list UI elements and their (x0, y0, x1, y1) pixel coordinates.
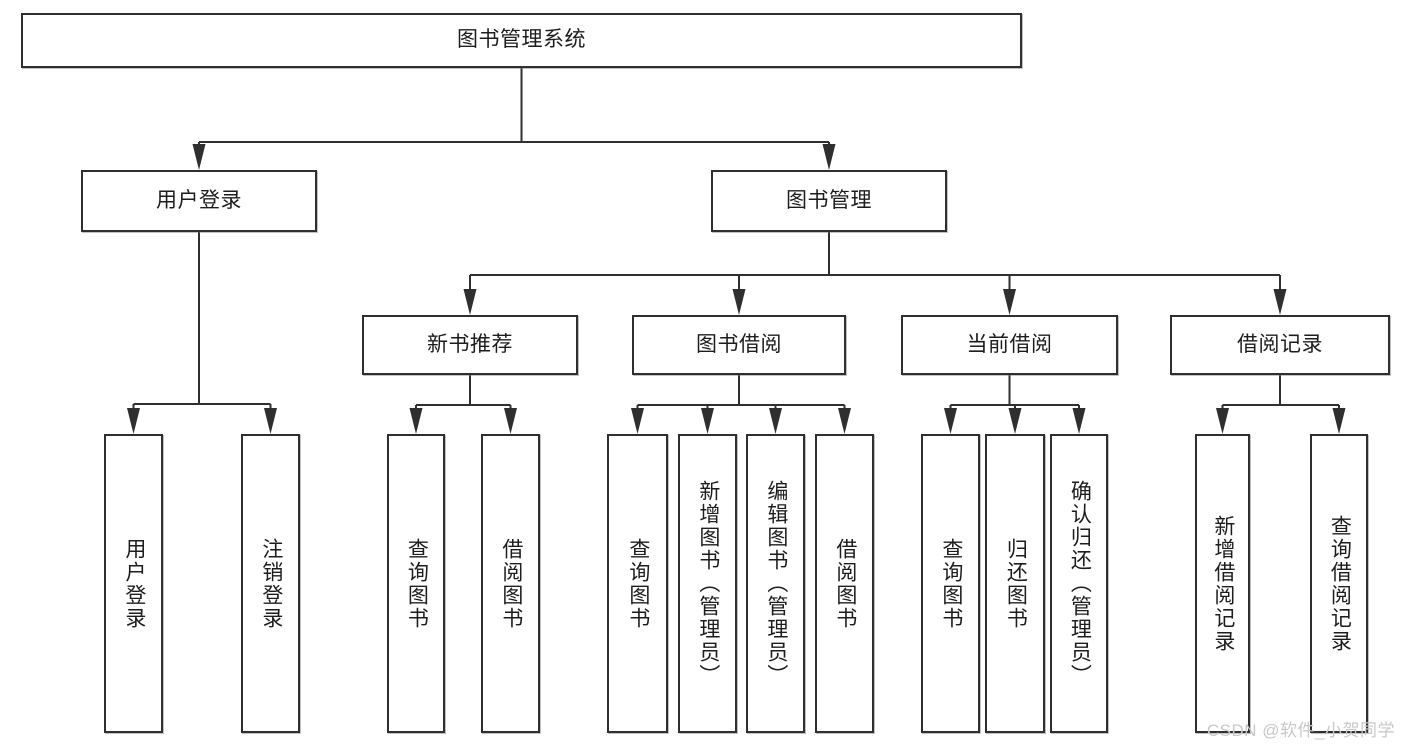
node-label: 查询图书 (939, 537, 963, 630)
arrowhead (1008, 408, 1022, 434)
node-l_return[interactable]: 归还图书 (985, 434, 1045, 733)
node-l_confirm[interactable]: 确认归还（管理员） (1050, 434, 1108, 733)
node-l_edit[interactable]: 编辑图书（管理员） (746, 434, 805, 733)
node-label: 用户登录 (156, 188, 242, 212)
node-label: 编辑图书（管理员） (764, 480, 788, 687)
node-l_q1[interactable]: 查询图书 (387, 434, 445, 733)
node-label: 查询图书 (626, 537, 650, 630)
arrowhead (504, 408, 517, 434)
node-label: 归还图书 (1004, 537, 1028, 630)
node-l_login[interactable]: 用户登录 (104, 434, 163, 733)
node-label: 图书管理系统 (457, 28, 586, 52)
node-label: 借阅图书 (499, 537, 523, 630)
arrowhead (192, 144, 206, 170)
node-label: 用户登录 (122, 537, 146, 630)
node-label: 图书管理 (786, 188, 872, 212)
node-l_add[interactable]: 新增图书（管理员） (678, 434, 737, 733)
arrowhead (769, 408, 782, 434)
node-label: 注销登录 (259, 537, 283, 630)
arrowhead (838, 408, 851, 434)
node-label: 新书推荐 (427, 332, 513, 356)
node-records[interactable]: 借阅记录 (1170, 315, 1390, 375)
node-label: 查询图书 (405, 537, 429, 630)
node-bookmgr[interactable]: 图书管理 (711, 170, 947, 232)
arrowhead (1072, 408, 1086, 434)
arrowhead (1273, 289, 1287, 315)
node-label: 借阅图书 (833, 537, 857, 630)
node-label: 确认归还（管理员） (1068, 480, 1092, 687)
arrowhead (127, 408, 140, 434)
node-l_logout[interactable]: 注销登录 (241, 434, 300, 733)
node-label: 当前借阅 (966, 332, 1053, 356)
arrowhead (463, 289, 477, 315)
node-l_qrec[interactable]: 查询借阅记录 (1310, 434, 1368, 733)
arrowhead (732, 289, 746, 315)
node-l_b1[interactable]: 借阅图书 (481, 434, 540, 733)
node-l_q3[interactable]: 查询图书 (921, 434, 980, 733)
node-root[interactable]: 图书管理系统 (21, 13, 1022, 68)
arrowhead (701, 408, 714, 434)
arrowhead (1003, 289, 1016, 315)
node-l_q2[interactable]: 查询图书 (607, 434, 668, 733)
arrowhead (822, 144, 836, 170)
node-current[interactable]: 当前借阅 (901, 315, 1118, 375)
node-borrow[interactable]: 图书借阅 (632, 315, 846, 375)
node-label: 新增借阅记录 (1211, 514, 1235, 653)
node-label: 查询借阅记录 (1328, 514, 1352, 653)
arrowhead (1332, 408, 1346, 434)
node-user[interactable]: 用户登录 (81, 170, 317, 232)
arrowhead (944, 408, 957, 434)
node-l_addrec[interactable]: 新增借阅记录 (1195, 434, 1250, 733)
node-label: 图书借阅 (696, 332, 782, 356)
arrowhead (264, 408, 277, 434)
arrowhead (409, 408, 423, 434)
node-newrec[interactable]: 新书推荐 (362, 315, 578, 375)
node-label: 新增图书（管理员） (696, 480, 720, 687)
node-label: 借阅记录 (1237, 332, 1323, 356)
arrowhead (631, 408, 644, 434)
node-l_b2[interactable]: 借阅图书 (815, 434, 874, 733)
arrowhead (1216, 408, 1229, 434)
